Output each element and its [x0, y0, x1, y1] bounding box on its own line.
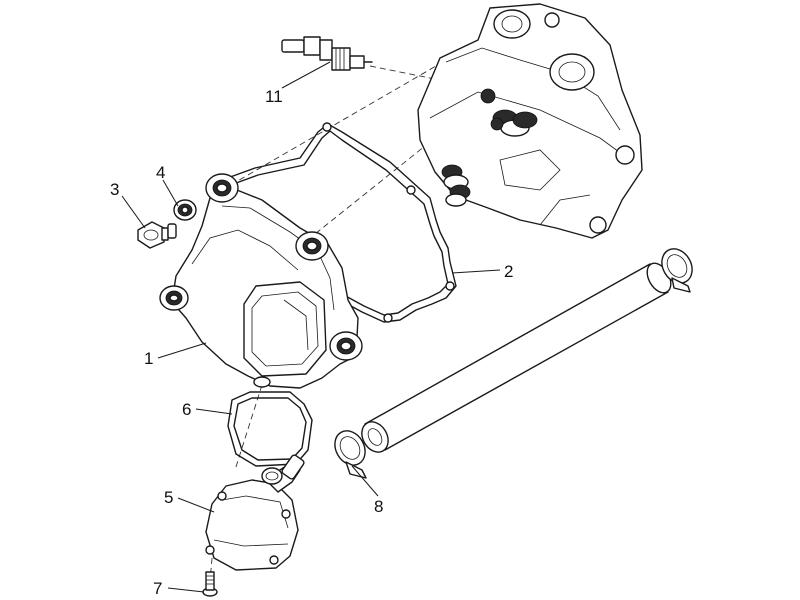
- callout-11: 11: [265, 87, 283, 106]
- callout-8: 8: [374, 497, 383, 516]
- leader-3: [121, 195, 146, 229]
- leader-6: [195, 408, 233, 415]
- cover-boss-right: [329, 331, 363, 361]
- callout-6: 6: [182, 400, 191, 419]
- callout-5: 5: [164, 488, 173, 507]
- sealing-washer: [173, 199, 197, 221]
- callout-3: 3: [110, 180, 119, 199]
- cover-boss-mid: [295, 231, 329, 261]
- cover-boss-left: [159, 285, 189, 311]
- cylinder-head: [417, 3, 643, 239]
- callout-4: 4: [156, 163, 165, 182]
- hose-clamp-right: [661, 248, 693, 293]
- leader-4: [162, 179, 179, 207]
- leader-11: [281, 61, 331, 89]
- valve-cover-gasket: [221, 122, 457, 323]
- callout-7: 7: [153, 579, 162, 598]
- leader-5: [177, 497, 215, 513]
- breather-gasket: [227, 391, 313, 467]
- callout-2: 2: [504, 262, 513, 281]
- callout-labels: 11 2 3 4 1 6 5 7 8: [110, 87, 513, 598]
- cover-bolt: [137, 221, 177, 249]
- leader-2: [451, 269, 501, 274]
- leader-7: [167, 587, 205, 593]
- cover-boss-top: [205, 173, 239, 203]
- cap-screw: [202, 571, 218, 597]
- callout-1: 1: [144, 349, 153, 368]
- spark-plug: [281, 36, 373, 71]
- valve-cover: [159, 173, 363, 389]
- leader-1: [157, 342, 207, 359]
- breather-hose: [361, 262, 672, 453]
- leader-8: [351, 465, 379, 497]
- breather-cap: [205, 454, 305, 571]
- hose-clamp-left: [334, 430, 367, 479]
- leader-lines: [121, 61, 501, 593]
- valve-spring-left: [441, 164, 471, 207]
